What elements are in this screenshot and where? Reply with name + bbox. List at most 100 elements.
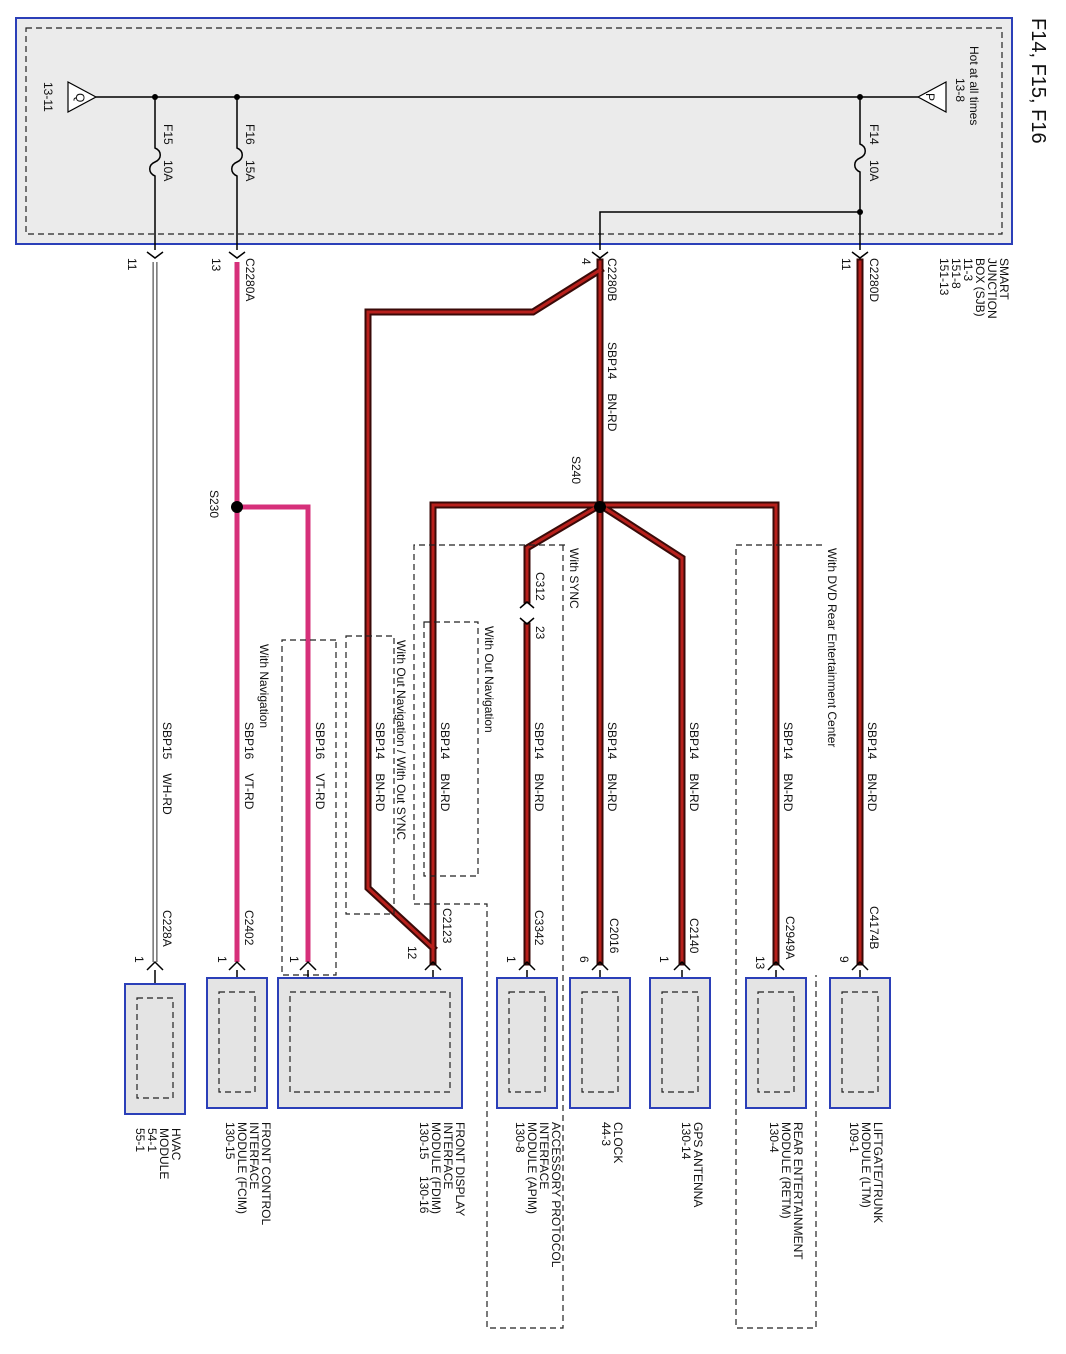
conn-apim-name: C3342	[532, 910, 546, 946]
feed-q-label: Q	[73, 93, 87, 102]
module-fdim-name: 130-15	[417, 1122, 431, 1160]
fuse-f16-name: F16	[243, 124, 257, 145]
splice-s230-label: S230	[207, 490, 221, 518]
wire-fdim1-inner	[431, 503, 602, 964]
wire-label-clock: SBP14BN-RD	[605, 722, 619, 812]
conn-ltm-name: C4174B	[867, 906, 881, 949]
fuse-f16-rating: 15A	[243, 160, 257, 181]
wire-fdim3	[237, 504, 311, 962]
fuse-f15-rating: 10A	[161, 160, 175, 181]
conn-arrow-apim	[518, 960, 536, 971]
wire-retm-inner	[598, 503, 778, 964]
conn-arrow-hvac	[146, 960, 164, 971]
vt-rd-wires	[234, 262, 311, 962]
option-box-nav	[281, 639, 337, 976]
wire-label-ltm: SBP14BN-RD	[865, 722, 879, 812]
module-gps: GPS ANTENNA 130-14	[649, 977, 711, 1207]
module-apim-name: ACCESSORY PROTOCOL	[549, 1122, 563, 1268]
module-apim-name: MODULE (APIM)	[525, 1122, 539, 1214]
c2280d-name: C2280D	[867, 258, 881, 302]
fuse-f14-symbol	[854, 97, 866, 250]
sjb-connectors: 11 13 C2280A 4 C2280B 11 C2280D	[125, 251, 881, 302]
option-label-no-nav: With Out Navigation	[482, 626, 496, 733]
module-fcim: FRONT CONTROL INTERFACE MODULE (FCIM) 13…	[206, 977, 273, 1225]
module-hvac-name: MODULE	[157, 1128, 171, 1179]
conn-fdim-pin2: 1	[287, 956, 301, 963]
conn-apim-pin: 1	[504, 956, 518, 963]
sjb-conn-arrow-4	[591, 251, 609, 259]
module-fdim: FRONT DISPLAY INTERFACE MODULE (FDIM) 13…	[277, 977, 467, 1216]
wire-label-retm: SBP14BN-RD	[781, 722, 795, 812]
option-label-nav: With Navigation	[257, 644, 271, 728]
module-gps-name: 130-14	[679, 1122, 693, 1160]
f14-to-c2280b	[599, 211, 860, 250]
feed-q-triangle	[67, 80, 98, 114]
fuse-f15-name: F15	[161, 124, 175, 145]
c2280a-name: C2280A	[243, 258, 257, 301]
module-retm: REAR ENTERTAINMENT MODULE (RETM) 130-4	[745, 977, 807, 1260]
option-box-sync	[413, 544, 565, 1329]
module-clock-name: 44-3	[599, 1122, 613, 1146]
module-fdim-name: FRONT DISPLAY	[453, 1122, 467, 1216]
wire-label-fdim1: SBP14BN-RD	[438, 722, 452, 812]
conn-arrow-fdim-1	[299, 960, 317, 971]
wire-label-gps: SBP14BN-RD	[687, 722, 701, 812]
module-fdim-name: MODULE (FDIM)	[429, 1122, 443, 1214]
conn-ltm-pin: 9	[837, 956, 851, 963]
module-gps-name: GPS ANTENNA	[691, 1122, 705, 1207]
splice-s240-label: S240	[569, 456, 583, 484]
splice-s230	[231, 501, 243, 513]
sjb-name-line: 151-13	[937, 258, 951, 296]
module-clock: CLOCK 44-3	[569, 977, 631, 1163]
conn-arrow-clock	[591, 960, 609, 971]
sjb-conn-arrow-11	[146, 251, 164, 259]
module-fcim-name: INTERFACE	[247, 1122, 261, 1189]
sjb-name-line: 11-3	[961, 258, 975, 281]
module-apim-name: INTERFACE	[537, 1122, 551, 1189]
wire-label-fdim2: SBP14BN-RD	[373, 722, 387, 812]
wire-fdim2-outer	[364, 265, 605, 953]
sjb-inner-dashed	[25, 27, 1003, 235]
sjb-name-line: SMART	[997, 258, 1011, 300]
hot-at-all-times: Hot at all times	[967, 46, 981, 125]
sjb-left-pin: 11	[125, 258, 139, 271]
module-hvac-name: HVAC	[169, 1128, 183, 1161]
module-fdim-name: INTERFACE	[441, 1122, 455, 1189]
wire-label-fdim3: SBP16VT-RD	[313, 722, 327, 810]
feed-p-triangle	[916, 80, 947, 114]
c2280a-pin: 13	[209, 258, 223, 272]
module-retm-name: 130-4	[767, 1122, 781, 1153]
splice-s240	[594, 501, 606, 513]
wire-fdim2-inner	[366, 267, 603, 951]
conn-clock-pin: 6	[577, 956, 591, 963]
wire-apim-inner	[525, 502, 603, 602]
feed-p-label: P	[923, 93, 937, 101]
conn-clock-name: C2016	[607, 918, 621, 954]
conn-fcim-pin: 1	[215, 956, 229, 963]
c312-pin: 23	[533, 626, 547, 640]
option-label-dvd: With DVD Rear Entertainment Center	[825, 548, 839, 747]
inline-connector-c312	[519, 601, 535, 625]
fuse-f15-symbol	[149, 97, 161, 250]
c2280d-pin: 11	[839, 258, 853, 271]
module-hvac-name: 54-1	[145, 1128, 159, 1152]
sjb-outer-border	[15, 17, 1013, 245]
conn-fcim-name: C2402	[242, 910, 256, 946]
wire-label-c2280b: SBP14BN-RD	[605, 342, 619, 432]
c2280b-pin: 4	[579, 258, 593, 265]
modules: LIFTGATE/TRUNK MODULE (LTM) 109-1 REAR E…	[124, 977, 891, 1268]
option-box-no-nav	[423, 621, 479, 877]
wire-gps-inner	[597, 502, 684, 964]
sjb-conn-arrow-11d	[851, 251, 869, 259]
conn-retm-name: C2949A	[783, 916, 797, 959]
page-title: F14, F15, F16	[1027, 18, 1049, 144]
fuse-f14-rating: 10A	[867, 160, 881, 181]
c2280b-name: C2280B	[605, 258, 619, 301]
module-ltm: LIFTGATE/TRUNK MODULE (LTM) 109-1	[829, 977, 891, 1223]
conn-fdim-name: C2123	[440, 908, 454, 944]
module-ltm-name: LIFTGATE/TRUNK	[871, 1122, 885, 1223]
module-ltm-name: 109-1	[847, 1122, 861, 1153]
wires: S240 S230 C312 23	[152, 258, 864, 966]
module-fdim-name: 130-16	[417, 1176, 431, 1214]
